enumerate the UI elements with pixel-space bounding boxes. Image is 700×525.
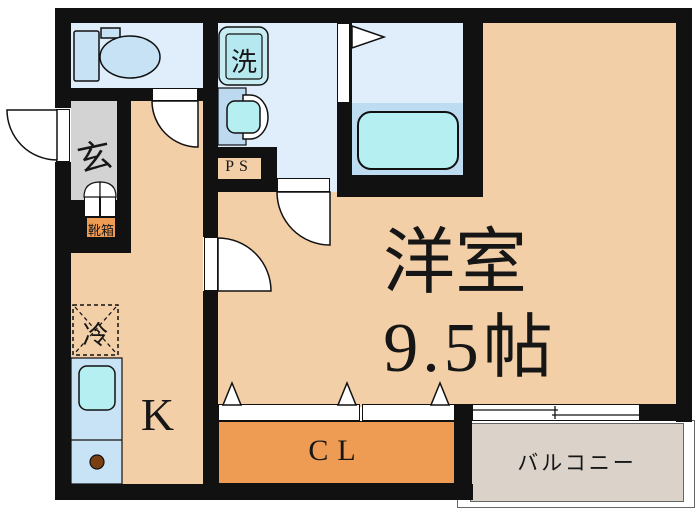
- closet-door-panel-left: [218, 404, 360, 421]
- entrance-right-wall: [117, 101, 131, 200]
- toilet-door-panel: [152, 88, 198, 101]
- kitchen-door-panel: [204, 237, 218, 291]
- kitchen-label: K: [140, 389, 175, 440]
- wall-window-right: [640, 404, 676, 421]
- closet-label: CL: [308, 434, 365, 467]
- closet-box: [218, 421, 455, 484]
- wall-bottom: [55, 484, 473, 500]
- closet-door-panel-right: [362, 404, 455, 421]
- washer-label: 洗: [230, 48, 257, 77]
- balcony-label: バルコニー: [517, 451, 637, 475]
- entrance-door-swing: [6, 109, 58, 161]
- wall-left-lower: [55, 162, 71, 500]
- shoe-box: [86, 217, 116, 238]
- wall-top: [55, 8, 692, 23]
- wall-below-toilet-left: [55, 88, 152, 101]
- wall-central-lower: [203, 291, 218, 484]
- shoe-cabinet-door-right: [100, 196, 116, 217]
- wall-left-upper: [55, 8, 71, 108]
- hallway-floor: [131, 101, 203, 253]
- wall-toilet-washroom: [203, 23, 218, 237]
- shoe-cabinet-door-left: [84, 196, 100, 217]
- bathroom-door-panel: [337, 23, 350, 103]
- bathroom-upper-floor: [352, 23, 463, 103]
- kitchen-floor: [71, 253, 203, 484]
- wall-closet-right: [455, 404, 472, 500]
- bathtub: [357, 111, 459, 170]
- balcony-sliding-window: [472, 404, 640, 421]
- main-room-label: 洋室: [382, 223, 527, 303]
- entrance-label: 玄: [74, 136, 116, 181]
- fridge-label: 冷: [82, 321, 109, 350]
- washroom-door-panel: [277, 178, 330, 192]
- main-room-size: 9.5帖: [383, 310, 557, 387]
- pipe-space-label: PS: [225, 158, 253, 175]
- wall-right: [676, 8, 692, 422]
- shoe-box-label: 靴箱: [87, 223, 114, 238]
- toilet-room-floor: [71, 23, 203, 88]
- wall-below-toilet-right: [198, 88, 218, 101]
